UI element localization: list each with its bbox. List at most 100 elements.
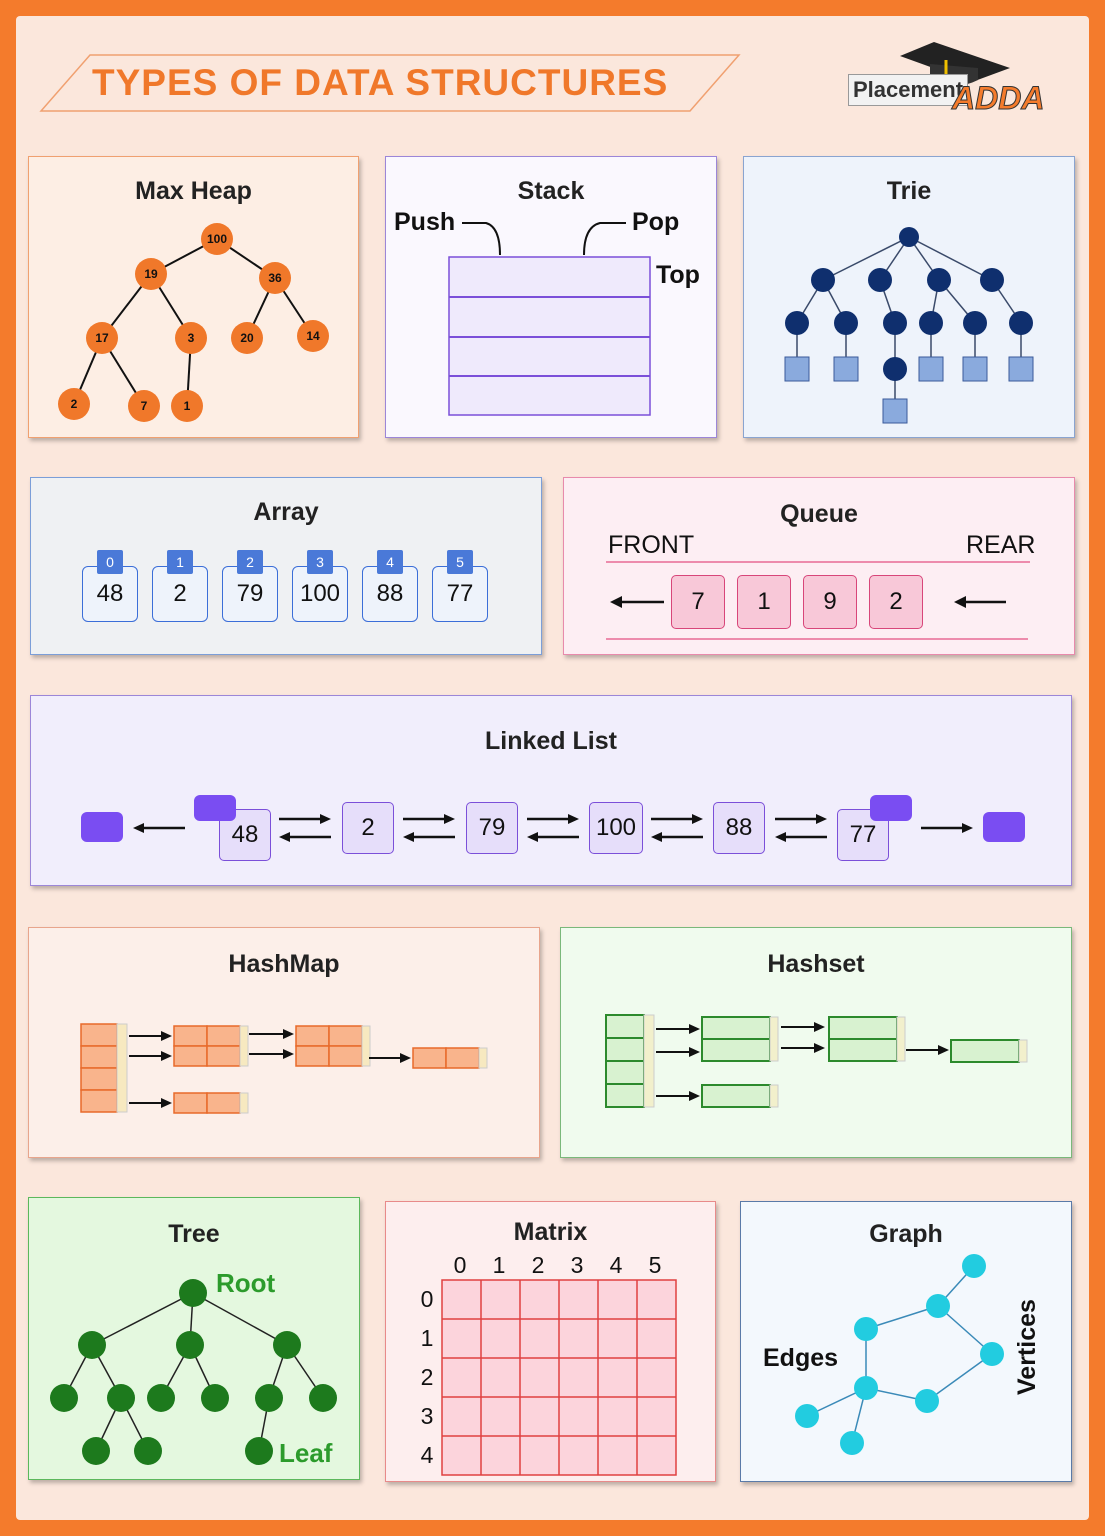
hashmap-node-value [206, 1092, 241, 1114]
heap-node-label: 36 [268, 271, 282, 285]
hashmap-node-pointer [361, 1025, 371, 1067]
tree-node [78, 1331, 106, 1359]
hashmap-arrow-head [283, 1049, 294, 1059]
trie-node [1009, 311, 1033, 335]
array-index-badge: 3 [307, 550, 333, 574]
card-graph: Graph Edges Vertices [740, 1201, 1072, 1482]
trie-node [834, 311, 858, 335]
trie-title: Trie [886, 177, 932, 205]
tree-title: Tree [168, 1220, 220, 1248]
linked-list-node: 100 [589, 802, 643, 854]
ll-forward-arrow-head [568, 814, 579, 824]
linked-list-arrows [133, 814, 973, 842]
max-heap-title: Max Heap [135, 177, 252, 205]
queue-front-label: FRONT [608, 531, 695, 559]
hashset-bucket [605, 1060, 645, 1085]
heap-node-label: 20 [240, 331, 254, 345]
hashmap-arrow-head [400, 1053, 411, 1063]
ll-backward-arrow-head [775, 832, 786, 842]
linked-list-null-end [81, 812, 123, 842]
matrix-grid [441, 1279, 677, 1476]
trie-node [868, 268, 892, 292]
tree-node [134, 1437, 162, 1465]
matrix-row-label: 0 [420, 1286, 434, 1312]
heap-node [231, 322, 263, 354]
hashmap-diagram [80, 1023, 488, 1114]
heap-node [128, 390, 160, 422]
linked-list-node: 88 [713, 802, 765, 854]
hashmap-node-pointer [239, 1025, 249, 1067]
matrix-col-label: 4 [609, 1252, 623, 1278]
linked-list-null-end [983, 812, 1025, 842]
card-trie: Trie [743, 156, 1075, 438]
card-hashset: Hashset [560, 927, 1072, 1158]
queue-cell: 1 [737, 575, 791, 629]
tree-node [176, 1331, 204, 1359]
hashset-node [701, 1038, 771, 1062]
graph-edges-label: Edges [763, 1344, 839, 1372]
ll-backward-arrow-head [279, 832, 290, 842]
trie-leaf-square [882, 398, 908, 424]
trie-node [927, 268, 951, 292]
array-index-badge: 5 [447, 550, 473, 574]
hashmap-node-key [173, 1092, 208, 1114]
matrix-row-label: 1 [420, 1325, 434, 1351]
hashmap-node-value [328, 1045, 363, 1067]
tree-node [273, 1331, 301, 1359]
array-cell: 100 [292, 566, 348, 622]
matrix-title: Matrix [513, 1218, 588, 1246]
hashmap-arrow-head [161, 1031, 172, 1041]
stack-push-label: Push [394, 208, 456, 236]
hashmap-node-value [206, 1025, 241, 1047]
matrix-col-label: 0 [453, 1252, 467, 1278]
ll-prev-arrow-head [133, 823, 144, 833]
queue-title: Queue [780, 500, 858, 528]
array-index-badge: 4 [377, 550, 403, 574]
hashmap-title: HashMap [228, 950, 340, 978]
tree-node [245, 1437, 273, 1465]
hashset-bucket-pointer [643, 1014, 655, 1108]
tree-diagram [50, 1279, 337, 1465]
tree-node [309, 1384, 337, 1412]
graph-title: Graph [869, 1220, 943, 1248]
hashset-node [828, 1016, 898, 1040]
hashset-node-pointer [1018, 1039, 1028, 1063]
matrix-row-label: 2 [420, 1364, 434, 1390]
trie-leaf-square [1008, 356, 1034, 382]
graph-vertex [980, 1342, 1004, 1366]
graph-vertex [926, 1294, 950, 1318]
hashset-bucket [605, 1037, 645, 1062]
trie-node [919, 311, 943, 335]
hashset-node [701, 1016, 771, 1040]
heap-node [135, 258, 167, 290]
graph-edge [926, 1353, 993, 1402]
heap-node-label: 100 [207, 232, 227, 246]
graph-vertex [854, 1317, 878, 1341]
queue-cell: 2 [869, 575, 923, 629]
trie-edge [822, 236, 910, 281]
matrix-col-label: 5 [648, 1252, 662, 1278]
logo-text-placement: Placement [848, 74, 969, 106]
trie-node [980, 268, 1004, 292]
graph-edge [865, 1305, 939, 1330]
tree-node [201, 1384, 229, 1412]
hashmap-arrow-head [161, 1098, 172, 1108]
hashset-arrow-head [814, 1022, 825, 1032]
tree-edge [91, 1292, 194, 1346]
array-index-badge: 0 [97, 550, 123, 574]
hashset-arrow-head [938, 1045, 949, 1055]
hashmap-bucket [80, 1089, 118, 1113]
hashset-bucket [605, 1083, 645, 1108]
linked-list-pointer-tag [870, 795, 912, 821]
heap-node-label: 2 [71, 397, 78, 411]
graph-vertex [962, 1254, 986, 1278]
trie-leaf-square [962, 356, 988, 382]
trie-diagram [784, 227, 1034, 424]
matrix-col-label: 3 [570, 1252, 584, 1278]
heap-node [175, 322, 207, 354]
